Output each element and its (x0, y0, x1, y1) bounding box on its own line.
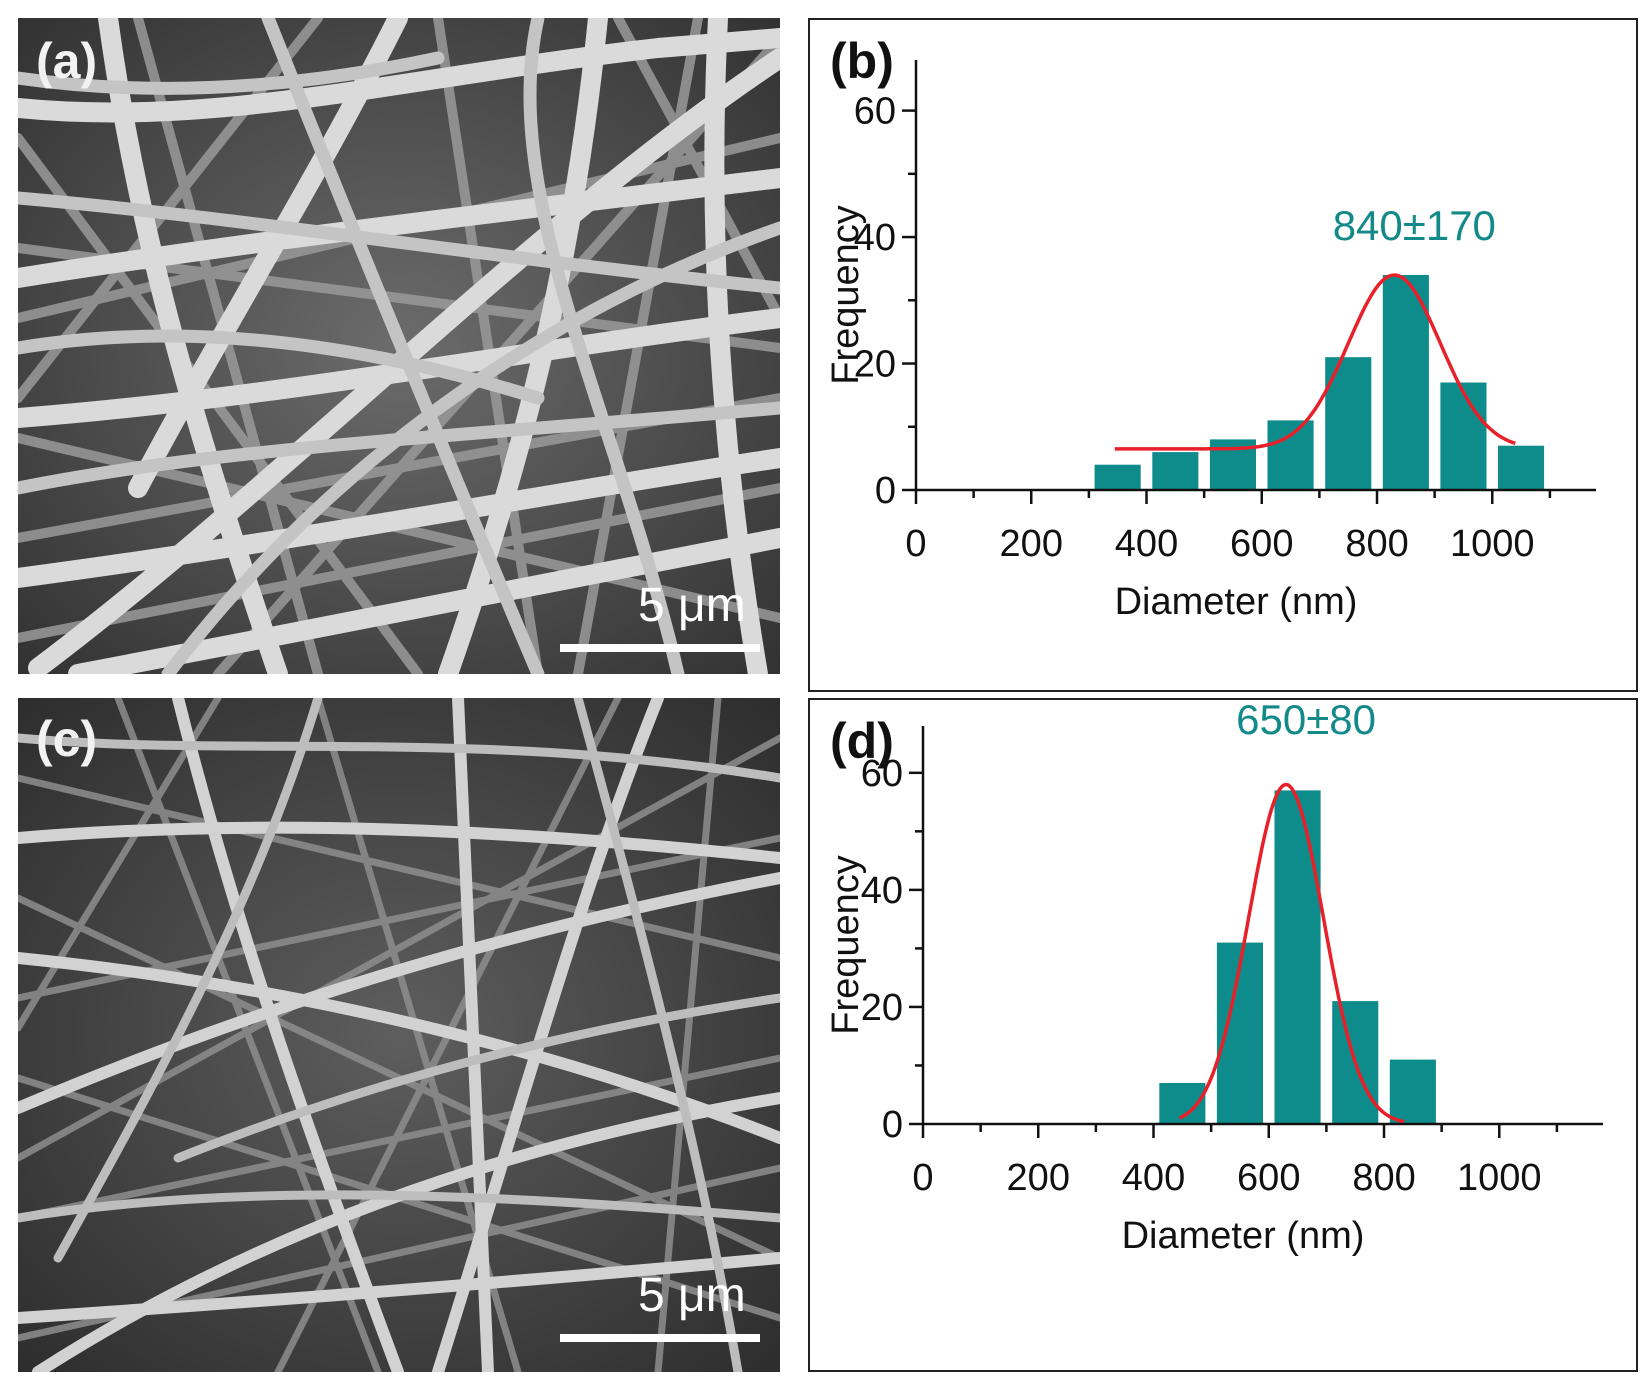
x-axis-title: Diameter (nm) (1115, 581, 1358, 623)
y-tick-label: 0 (882, 1104, 903, 1146)
histogram-bar (1267, 420, 1314, 490)
y-tick-label: 60 (854, 91, 896, 133)
x-tick-label: 400 (1122, 1157, 1185, 1199)
sem-fibers-c (18, 698, 780, 1372)
scale-bar-c (560, 1334, 760, 1342)
y-tick-label: 20 (861, 987, 903, 1029)
diameter-annotation: 650±80 (1236, 700, 1376, 743)
y-tick-label: 40 (861, 870, 903, 912)
histogram-bar (1094, 464, 1141, 490)
histogram-bar (1440, 382, 1487, 490)
gaussian-fit-curve (1114, 273, 1516, 451)
panel-label-d: (d) (830, 713, 894, 769)
gaussian-fit-curve (1178, 782, 1405, 1124)
x-tick-label: 200 (1000, 523, 1063, 565)
x-tick-label: 200 (1007, 1157, 1070, 1199)
y-axis-title: Frequency (825, 855, 867, 1035)
scale-bar-label-c: 5 μm (638, 1269, 746, 1322)
y-tick-label: 20 (854, 344, 896, 386)
x-tick-label: 600 (1237, 1157, 1300, 1199)
histogram-bar (1382, 275, 1429, 490)
y-axis-title: Frequency (825, 205, 867, 385)
scale-bar-a (560, 644, 760, 652)
scale-bar-label-a: 5 μm (638, 579, 746, 632)
x-tick-label: 600 (1230, 523, 1293, 565)
histogram-bar (1274, 790, 1321, 1124)
sem-image-a: (a) 5 μm (18, 18, 780, 674)
x-tick-label: 400 (1115, 523, 1178, 565)
x-tick-label: 800 (1352, 1157, 1415, 1199)
x-tick-label: 800 (1345, 523, 1408, 565)
panel-label-a: (a) (36, 33, 98, 89)
y-tick-label: 0 (875, 470, 896, 512)
y-tick-label: 60 (861, 753, 903, 795)
x-tick-label: 1000 (1457, 1157, 1542, 1199)
x-tick-label: 0 (905, 523, 926, 565)
panel-label-c: (c) (36, 711, 98, 767)
histogram-bar (1152, 452, 1199, 490)
sem-fibers-a (18, 18, 780, 674)
panel-label-b: (b) (830, 33, 894, 89)
sem-image-c: (c) 5 μm (18, 698, 780, 1372)
x-tick-label: 0 (912, 1157, 933, 1199)
y-tick-label: 40 (854, 217, 896, 259)
diameter-annotation: 840±170 (1333, 202, 1496, 249)
x-tick-label: 1000 (1450, 523, 1535, 565)
x-axis-title: Diameter (nm) (1122, 1215, 1365, 1257)
histogram-bar (1498, 445, 1545, 490)
histogram-bar (1389, 1059, 1436, 1124)
